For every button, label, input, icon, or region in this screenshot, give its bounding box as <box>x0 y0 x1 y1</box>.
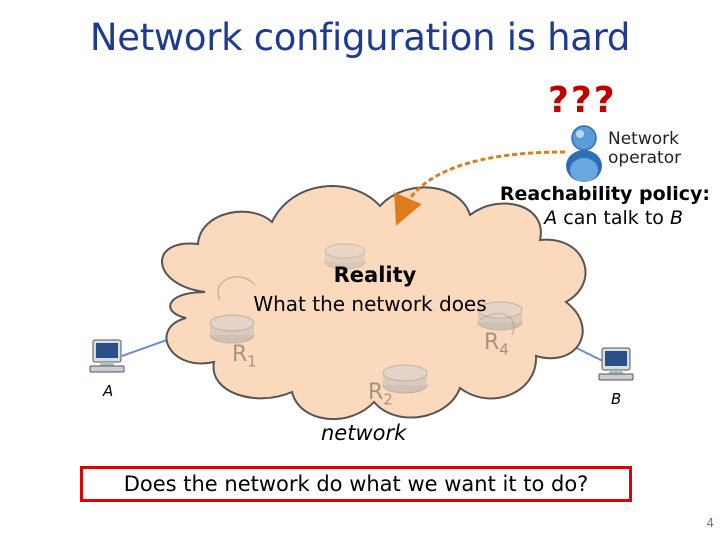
computer-icon <box>598 347 634 381</box>
router-r1-label: R1 <box>232 342 257 371</box>
question-marks: ??? <box>548 80 617 121</box>
policy-arrow <box>394 150 566 226</box>
router-top-icon <box>324 243 366 270</box>
router-r2-label: R2 <box>368 380 393 409</box>
operator-label-line1: Network <box>608 129 679 149</box>
question-text: Does the network do what we want it to d… <box>123 472 589 496</box>
policy-middle: can talk to <box>557 207 670 229</box>
host-b-label: B <box>611 390 622 408</box>
operator-label: Network operator <box>608 130 681 168</box>
page-number: 4 <box>706 516 714 530</box>
network-label: network <box>321 421 407 445</box>
policy-host-a: A <box>544 207 558 229</box>
policy-text: A can talk to B <box>480 207 683 229</box>
reality-title: Reality <box>333 263 417 287</box>
router-r4-icon <box>477 301 523 331</box>
slide-title: Network configuration is hard <box>89 16 631 59</box>
computer-icon <box>89 339 125 373</box>
network-cloud <box>161 185 587 421</box>
router-r2-icon <box>382 364 428 394</box>
question-box: Does the network do what we want it to d… <box>80 466 632 502</box>
host-a-label: A <box>103 382 114 400</box>
policy-host-b: B <box>669 207 683 229</box>
policy-title: Reachability policy: <box>499 183 710 205</box>
router-r4-label: R4 <box>484 330 509 359</box>
user-icon <box>566 125 602 182</box>
operator-label-line2: operator <box>608 148 682 168</box>
reality-subtitle: What the network does <box>253 292 487 316</box>
router-r1-icon <box>209 314 255 344</box>
